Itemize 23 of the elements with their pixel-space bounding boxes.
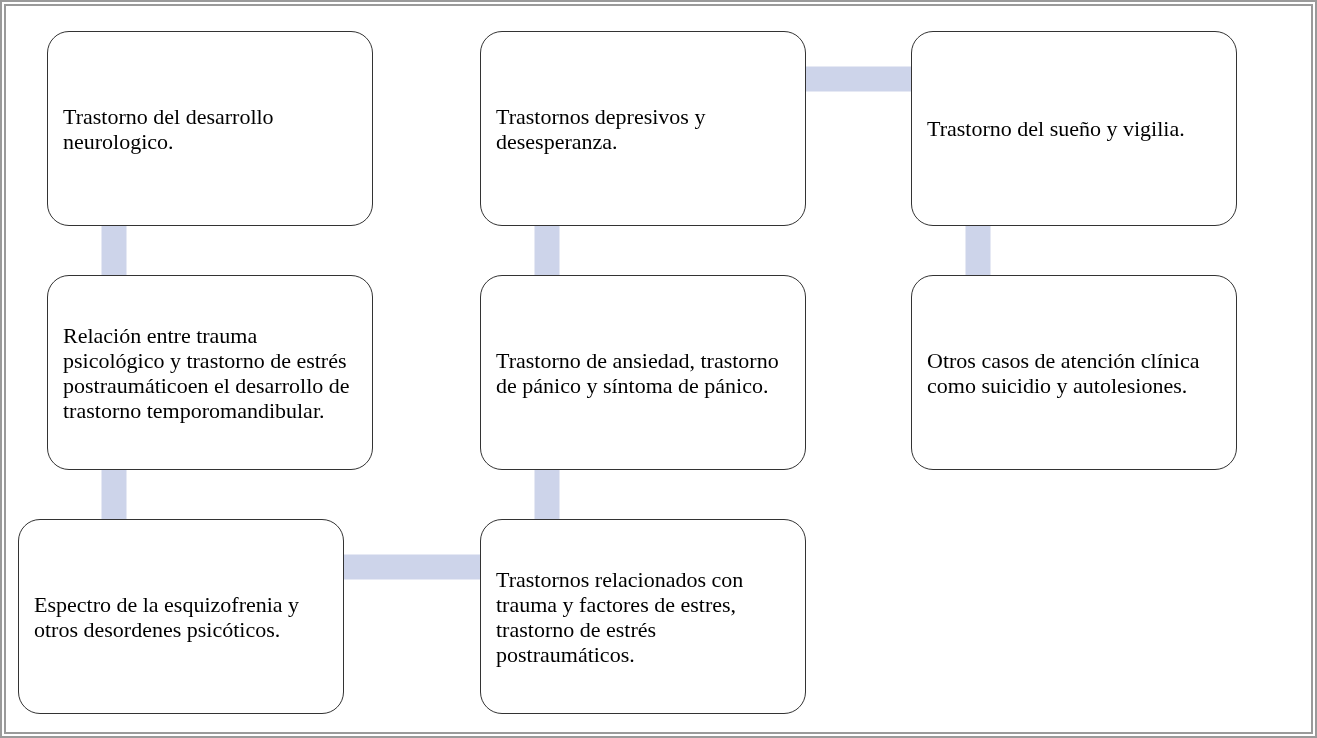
process-box [18, 519, 344, 714]
connector-bar [101, 226, 127, 275]
process-box [480, 519, 806, 714]
process-box [47, 31, 373, 226]
box-text: Trastornos depresivos y desesperanza. [496, 103, 707, 154]
box-text: Relación entre trauma psicológico y trastorno de estrés postraumáticoen el desarrollo de trastorno temporomandibular. [63, 322, 351, 423]
process-box [47, 275, 373, 470]
connector-bar [344, 554, 480, 580]
box-text: Otros casos de atención clínica como suicidio y autolesiones. [927, 347, 1201, 398]
box-text: Trastorno del sueño y vigilia. [927, 116, 1185, 141]
process-box [480, 275, 806, 470]
box-text: Trastornos relacionados con trauma y factores de estres, trastorno de estrés postraumáticos. [496, 566, 745, 667]
box-text: Trastorno de ansiedad, trastorno de pánico y síntoma de pánico. [496, 347, 780, 398]
connector-bar [534, 226, 560, 275]
connector-bar [534, 470, 560, 519]
box-text: Espectro de la esquizofrenia y otros desordenes psicóticos. [34, 591, 301, 642]
process-box [911, 31, 1237, 226]
process-box [911, 275, 1237, 470]
connector-bar [965, 226, 991, 275]
box-text: Trastorno del desarrollo neurologico. [63, 103, 275, 154]
process-box [480, 31, 806, 226]
connector-bar [101, 470, 127, 519]
connector-bar [806, 66, 911, 92]
